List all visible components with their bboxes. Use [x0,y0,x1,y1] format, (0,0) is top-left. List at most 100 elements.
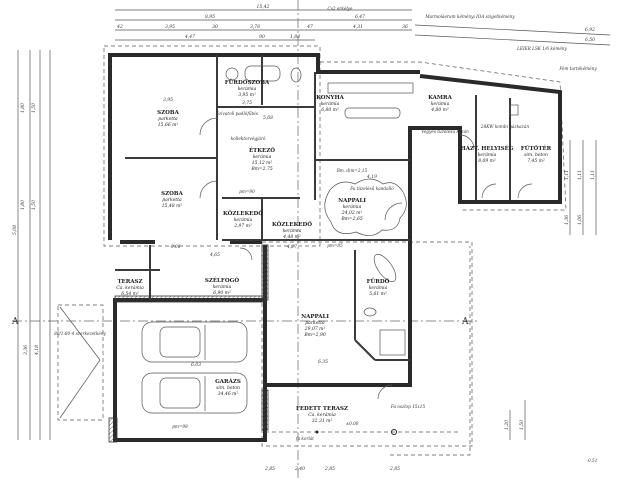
plan-note: LEIER LSK 1/6 kémény [516,46,567,51]
dimension-label: 6,03 [191,362,201,368]
dimension-label: 3,95 [165,24,175,30]
room-floor: kerámia [283,227,302,234]
room-name: SZOBA [157,110,179,116]
plan-note: Fa oszlop 15x15 [390,404,426,409]
carport [57,304,104,421]
plan-note: Vegyes tüzelésű kazán [421,129,469,134]
room-name: FÜRDŐSZOBA [225,79,270,86]
sink-icon [363,307,377,317]
room-name: SZOBA [161,191,183,197]
room-floor: parketta [162,197,182,203]
terrace-posts [265,429,460,435]
dimension-label: 90 [259,34,265,40]
plan-note: -0.51 [587,458,598,463]
plan-note: pm=85 [327,243,343,248]
room-area: 3,95 m² [238,92,256,98]
room-floor: kerámia [431,100,450,107]
left-dimension-lines [17,50,597,440]
dimension-label: 6,50 [585,37,595,43]
room-area: 4,48 m² [282,234,301,240]
dimension-label: 1,11 [590,170,596,180]
room-area: 29,07 m² [304,326,326,332]
room-name: KAMRA [428,95,452,101]
dimension-label: 1,50 [31,103,37,113]
plan-note: pm=90 [239,189,255,194]
room-floor: kerámia [478,151,497,158]
dimension-label: 30 [212,24,218,30]
dimension-label: 1,80 [20,103,26,113]
room-area: 6,90 m² [213,290,231,296]
dimension-label: 2,85 [389,466,400,472]
fixtures [225,65,519,356]
dimension-label: 4,18 [34,345,40,356]
plan-notes: Fa tüzelésű kandalló Vegyes tüzelésű kazá… [54,6,597,463]
dimension-label: 3,95 [163,97,173,103]
kitchen-counter [327,82,414,94]
room-floor: kerámia [369,284,388,291]
room-area: 6,80 m² [321,107,339,113]
room-area: 7,45 m² [527,158,545,164]
dimension-label: 1,06 [577,215,583,225]
dimension-label: 4,47 [184,34,195,40]
kitchen-island [344,107,401,119]
room-floor: parketta [158,116,178,122]
room-height: Bm=2,90 [303,332,326,338]
room-floor: Ca. kerámia [308,411,336,418]
door-swings [199,117,533,400]
dimension-label: 2,40 [294,466,305,472]
room-name: NAPPALI [301,314,329,320]
room-name: SZÉLFOGÓ [205,276,239,284]
plan-note: -0.06 [170,244,181,249]
section-mark-left: A [11,317,19,327]
room-area: 4,80 m² [430,107,449,113]
toilet-icon [290,67,302,83]
dimension-label: 2,85 [264,466,275,472]
room-floor: kerámia [343,203,362,210]
dimension-label: 1,88 [290,34,300,40]
plan-note: Szivatoli padlófűtés [216,111,258,116]
dimension-label: 4,27 [286,244,297,250]
room-area: 15,12 m² [252,160,273,166]
plan-note: Fa tüzelésű kandalló [349,186,394,191]
room-floor: Ca. kerámia [116,284,144,291]
room-floor: kerámia [238,85,257,92]
section-mark-right: A [461,317,469,327]
room-name: HÁZT. HELYISÉG [461,144,514,152]
room-name: KÖZLEKEDŐ [272,221,312,228]
car-icon [141,321,248,363]
plan-note: kollektorvégjáró [231,136,266,141]
plan-note: Marmoláerum kéményi IOA szigetkémény [424,14,515,19]
dimension-label: 3,78 [250,24,260,30]
room-name: KONYHA [316,95,345,101]
dimension-label: 3,36 [23,345,29,355]
washbasin-icon [225,67,239,81]
dimension-label: 47 [306,24,313,30]
room-floor: kerámia [253,153,272,160]
room-name: GARÁZS [215,378,241,385]
dimension-label: 3,75 [242,100,252,106]
room-area: 6,54 m² [121,291,139,297]
room-area: 34,46 m² [218,391,239,397]
dimension-label: 5,08 [12,225,18,235]
room-floor: kerámia [234,216,253,223]
room-floor: sim. beton [524,152,548,158]
shower-icon [379,329,406,356]
plan-note: Cs2 erkélye [327,6,353,11]
room-area: 2,97 m² [233,223,252,229]
dimension-label: 42 [116,24,123,30]
plan-note: 28KW kombi gázkazán [480,124,529,129]
plan-note: Bm. dim=2,15 [336,168,368,173]
dimension-label: 5,68 [263,115,273,121]
